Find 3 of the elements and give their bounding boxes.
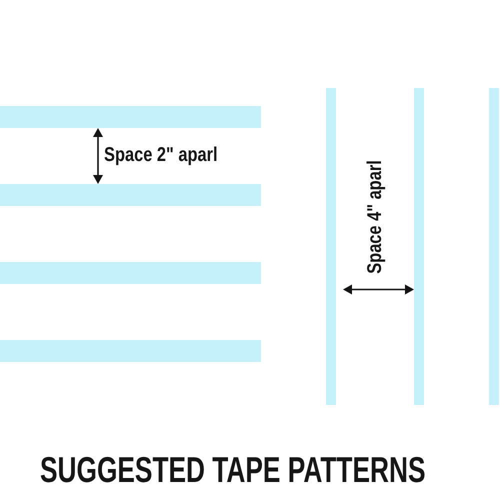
spacing-label: Space 2" aparl [104, 145, 218, 165]
spacing-label: Space 4" aparl [365, 160, 385, 274]
title: SUGGESTED TAPE PATTERNS [40, 452, 426, 487]
